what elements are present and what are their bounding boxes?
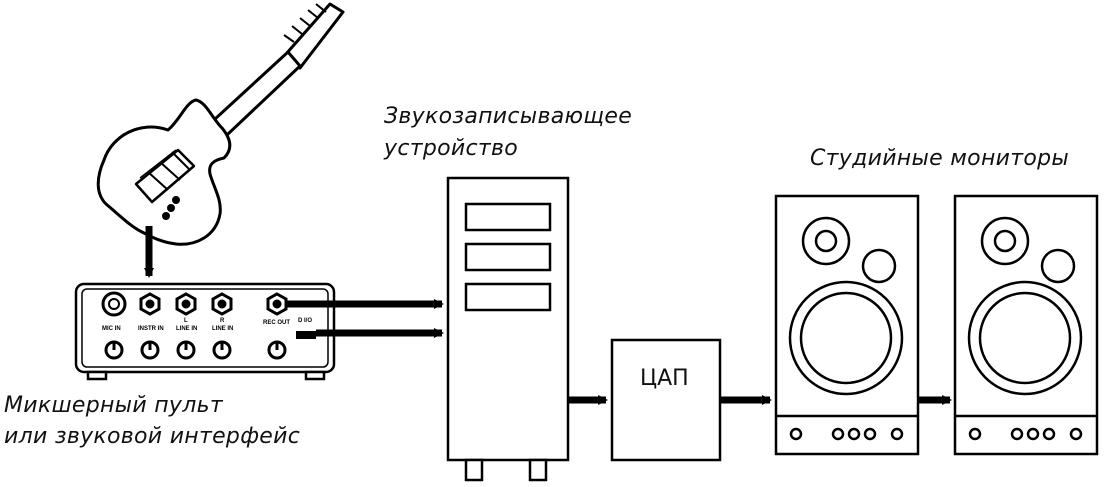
mixer-label-line1: Микшерный пульт xyxy=(4,393,223,418)
instr-in-jack-icon xyxy=(139,292,161,316)
knob-icon xyxy=(140,340,160,360)
monitor-left xyxy=(774,194,920,456)
mixer-knobs xyxy=(104,340,287,360)
line-in-l-label: LINE IN xyxy=(176,326,198,332)
line-in-r-jack-icon xyxy=(211,292,233,316)
line-r-letter: R xyxy=(220,318,225,324)
line-in-r-label: LINE IN xyxy=(212,326,234,332)
monitor-right xyxy=(953,194,1099,456)
line-in-l-jack-icon xyxy=(175,292,197,316)
knob-icon xyxy=(267,340,287,360)
mic-in-label: MIC IN xyxy=(102,326,121,332)
recorder-label-line2: устройство xyxy=(384,136,518,161)
dac-label: ЦАП xyxy=(640,366,689,391)
recorder-unit xyxy=(446,176,570,482)
knob-icon xyxy=(212,340,232,360)
knob-icon xyxy=(176,340,196,360)
dio-connector-icon xyxy=(296,331,316,339)
line-l-letter: L xyxy=(184,318,188,324)
knob-icon xyxy=(104,340,124,360)
mixer-label-line2: или звуковой интерфейс xyxy=(4,424,301,449)
instr-in-label: INSTR IN xyxy=(138,326,164,332)
rec-out-jack-icon xyxy=(266,292,288,316)
guitar-icon xyxy=(96,2,345,246)
monitors-label: Студийные мониторы xyxy=(810,146,1070,171)
rec-out-label: REC OUT xyxy=(263,320,290,326)
dac-unit xyxy=(610,338,722,462)
mic-in-jack-icon xyxy=(101,291,127,317)
recorder-label-line1: Звукозаписывающее xyxy=(384,104,633,129)
dio-label: D I/O xyxy=(298,318,313,324)
